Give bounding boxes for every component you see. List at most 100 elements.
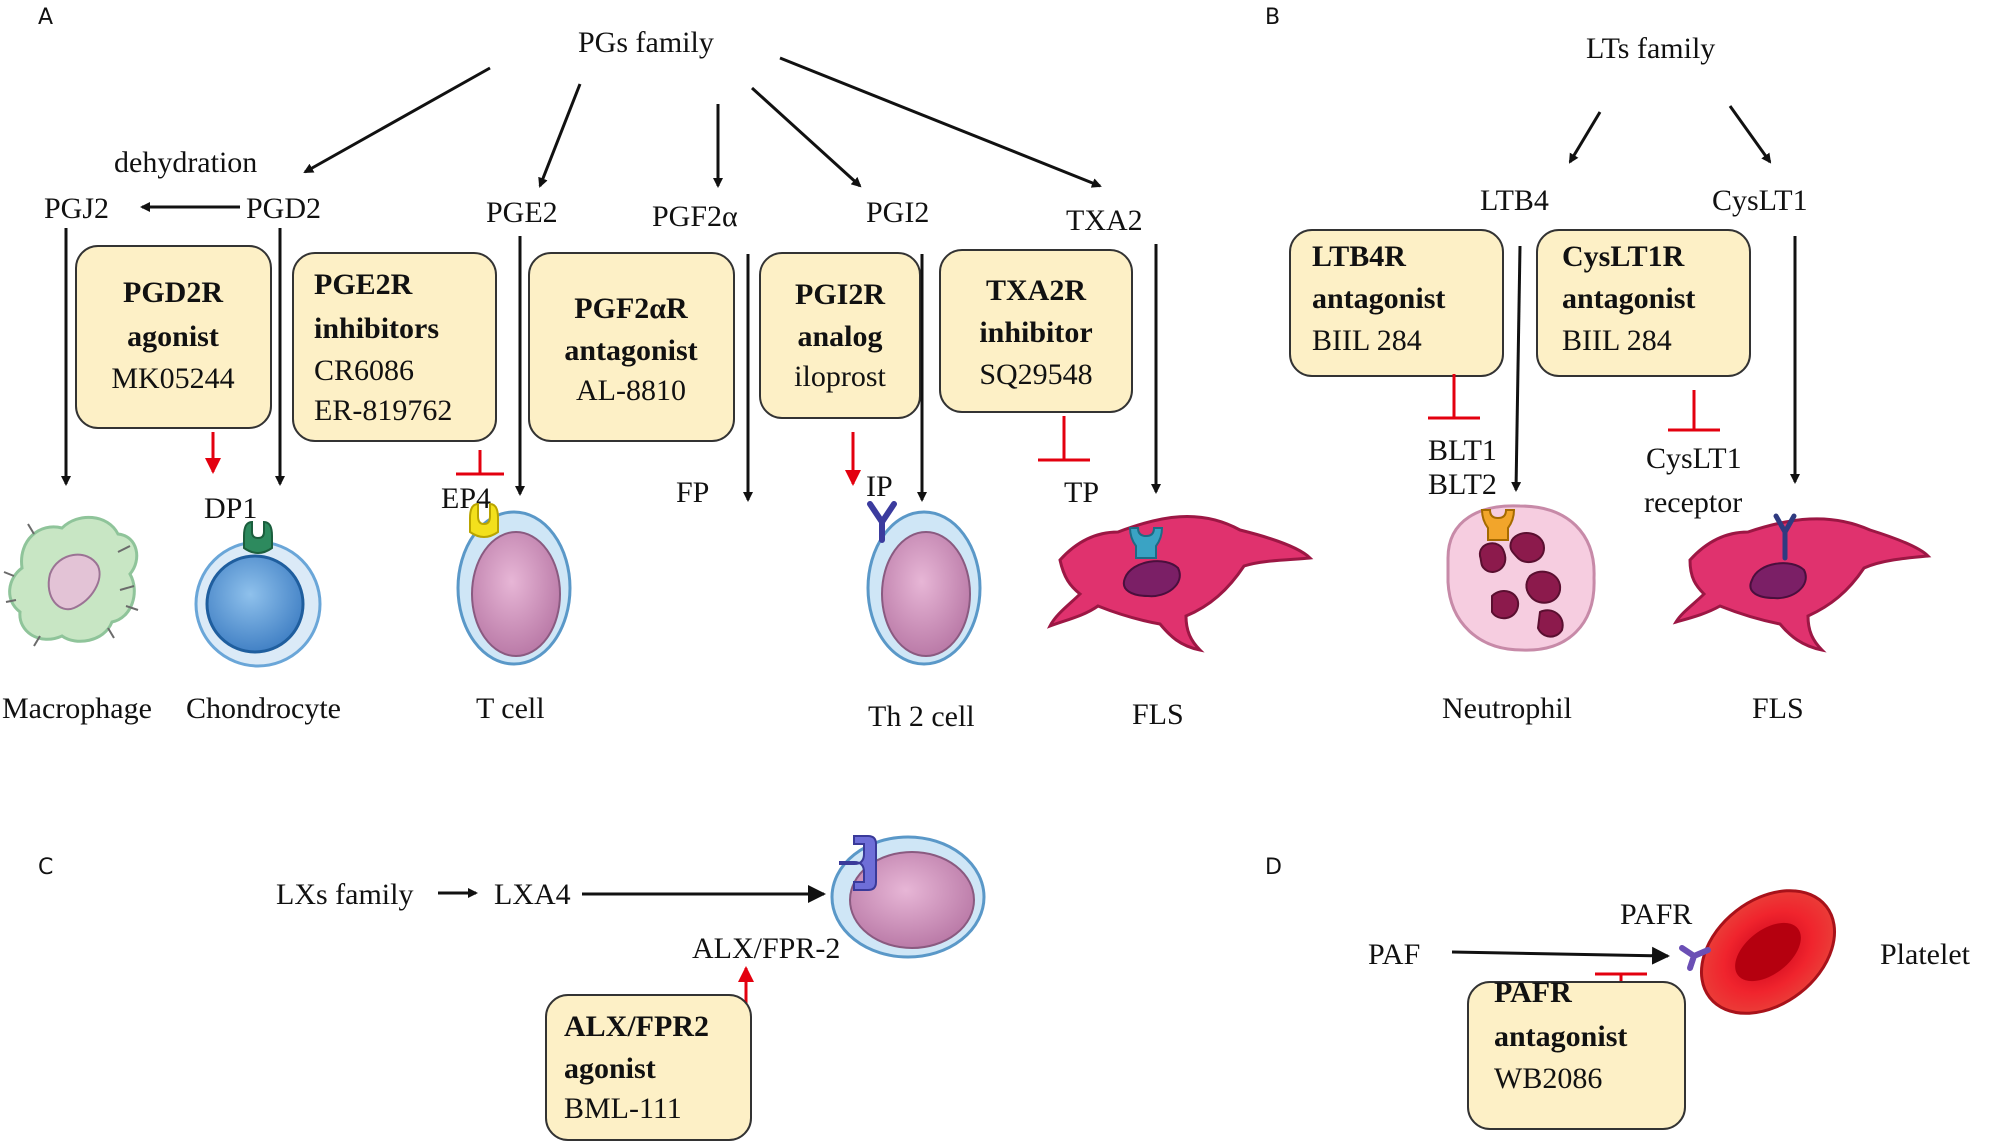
- th2-cell-illustration: [866, 501, 982, 666]
- macrophage-label: Macrophage: [2, 692, 152, 725]
- pgi2r-analog-box: PGI2R analog iloprost: [759, 252, 921, 419]
- txa2-label: TXA2: [1066, 204, 1143, 237]
- t-cell-label: T cell: [476, 692, 545, 725]
- pafr-label: PAFR: [1620, 898, 1692, 931]
- fls-label: FLS: [1132, 698, 1184, 731]
- arrow-lts-to-ltb4: [1568, 111, 1602, 164]
- box-line: PGF2αR: [574, 292, 688, 325]
- box-line: iloprost: [794, 360, 886, 393]
- box-line: MK05244: [111, 362, 234, 395]
- dehydration-label: dehydration: [114, 146, 257, 179]
- box-line: PGI2R: [795, 278, 885, 311]
- panel-label-d: D: [1265, 855, 1282, 880]
- neutrophil-illustration: [1446, 504, 1596, 652]
- receptor-icon: [867, 501, 897, 543]
- red-inhibition-mark: [1428, 374, 1480, 420]
- chondrocyte-label: Chondrocyte: [186, 692, 341, 725]
- tp-label: TP: [1064, 476, 1099, 509]
- panel-d: PAF PAFR PAFR antagonist WB2086 Platelet: [1368, 889, 1971, 1130]
- blt2-label: BLT2: [1428, 468, 1497, 501]
- arrow-ltb4-to-neutrophil: [1511, 245, 1522, 492]
- box-line: ER-819762: [314, 394, 452, 427]
- box-line: agonist: [564, 1052, 656, 1085]
- receptor-icon: [469, 502, 499, 538]
- box-line: antagonist: [1562, 282, 1695, 315]
- cyslt1-label: CysLT1: [1712, 184, 1808, 217]
- th2-cell-label: Th 2 cell: [868, 700, 975, 733]
- txa2r-inhibitor-box: TXA2R inhibitor SQ29548: [939, 249, 1133, 413]
- box-line: PGD2R: [123, 276, 223, 309]
- box-line: agonist: [127, 320, 219, 353]
- box-line: antagonist: [1494, 1020, 1627, 1053]
- box-line: AL-8810: [576, 374, 686, 407]
- receptor-icon: [839, 835, 877, 891]
- cyslt1-receptor-label: CysLT1: [1646, 442, 1742, 475]
- receptor-icon: [243, 520, 273, 554]
- panel-label-a: A: [38, 5, 53, 30]
- red-inhibition-mark: [1668, 390, 1720, 432]
- arrow-pgs-to-pgd2: [303, 66, 491, 174]
- panel-label-c: C: [38, 855, 53, 880]
- arrow-paf-to-platelet: [1451, 946, 1670, 965]
- pge2r-inhibitors-box: PGE2R inhibitors CR6086 ER-819762: [292, 252, 497, 442]
- box-line: WB2086: [1494, 1062, 1602, 1095]
- lxs-family-label: LXs family: [276, 878, 413, 911]
- fp-label: FP: [676, 476, 709, 509]
- box-line: inhibitors: [314, 312, 439, 345]
- pgf2ar-antagonist-box: PGF2αR antagonist AL-8810: [528, 252, 735, 442]
- box-line: SQ29548: [979, 358, 1092, 391]
- box-line: TXA2R: [986, 274, 1086, 307]
- alx-fpr2-receptor-label: ALX/FPR-2: [692, 932, 840, 965]
- neutrophil-label: Neutrophil: [1442, 692, 1572, 725]
- box-line: analog: [797, 320, 882, 353]
- paf-label: PAF: [1368, 938, 1420, 971]
- box-line: PAFR: [1494, 976, 1572, 1009]
- pgi2-label: PGI2: [866, 196, 929, 229]
- arrow-pgs-to-pgi2: [750, 86, 862, 188]
- pgd2r-agonist-box: PGD2R agonist MK05244: [75, 245, 272, 429]
- box-line: BIIL 284: [1312, 324, 1422, 357]
- cyslt1r-antagonist-box: CysLT1R antagonist BIIL 284: [1536, 229, 1751, 377]
- box-line: BIIL 284: [1562, 324, 1672, 357]
- pafr-antagonist-box: PAFR antagonist WB2086: [1467, 976, 1686, 1130]
- pgf2a-label: PGF2α: [652, 200, 738, 233]
- platelet-label: Platelet: [1880, 938, 1971, 971]
- platelet-illustration: [1679, 889, 1837, 1015]
- ep4-label: EP4: [441, 482, 491, 515]
- fls-illustration: [1672, 513, 1932, 653]
- dp1-label: DP1: [204, 492, 257, 525]
- arrow-pgs-to-txa2: [779, 56, 1102, 188]
- panel-c: LXs family LXA4 ALX/FPR-2 ALX/FPR2 agoni…: [276, 835, 986, 1141]
- panel-b: LTs family LTB4 CysLT1 LTB4R antagonist …: [1289, 32, 1932, 725]
- lts-family-label: LTs family: [1586, 32, 1715, 65]
- receptor-icon: [1773, 513, 1797, 561]
- ltb4-label: LTB4: [1480, 184, 1549, 217]
- panel-label-b: B: [1265, 5, 1280, 30]
- box-line: antagonist: [1312, 282, 1445, 315]
- fls-illustration: [1046, 515, 1314, 653]
- red-inhibition-mark: [456, 450, 504, 476]
- receptor-icon: [1480, 509, 1516, 541]
- arrow-lts-to-cyslt1: [1728, 105, 1772, 164]
- t-cell-illustration: [456, 502, 572, 666]
- pgj2-label: PGJ2: [44, 192, 109, 225]
- receptor-icon: [1128, 527, 1164, 559]
- ltb4r-antagonist-box: LTB4R antagonist BIIL 284: [1289, 229, 1504, 377]
- panel-a: PGs family dehydration PGJ2 PGD2 PGE2 PG…: [2, 26, 1314, 733]
- box-line: LTB4R: [1312, 240, 1406, 273]
- receptor-icon: [1679, 945, 1711, 971]
- pge2-label: PGE2: [486, 196, 558, 229]
- ip-label: IP: [866, 470, 893, 503]
- blt1-label: BLT1: [1428, 434, 1497, 467]
- box-line: CR6086: [314, 354, 414, 387]
- box-line: BML-111: [564, 1092, 682, 1125]
- lxa4-label: LXA4: [494, 878, 571, 911]
- fls-label: FLS: [1752, 692, 1804, 725]
- cyslt1-receptor-label: receptor: [1644, 486, 1742, 519]
- red-inhibition-mark: [1038, 416, 1090, 462]
- box-line: inhibitor: [979, 316, 1092, 349]
- box-line: ALX/FPR2: [564, 1010, 709, 1043]
- macrophage-illustration: [3, 515, 139, 647]
- pgs-family-label: PGs family: [578, 26, 714, 59]
